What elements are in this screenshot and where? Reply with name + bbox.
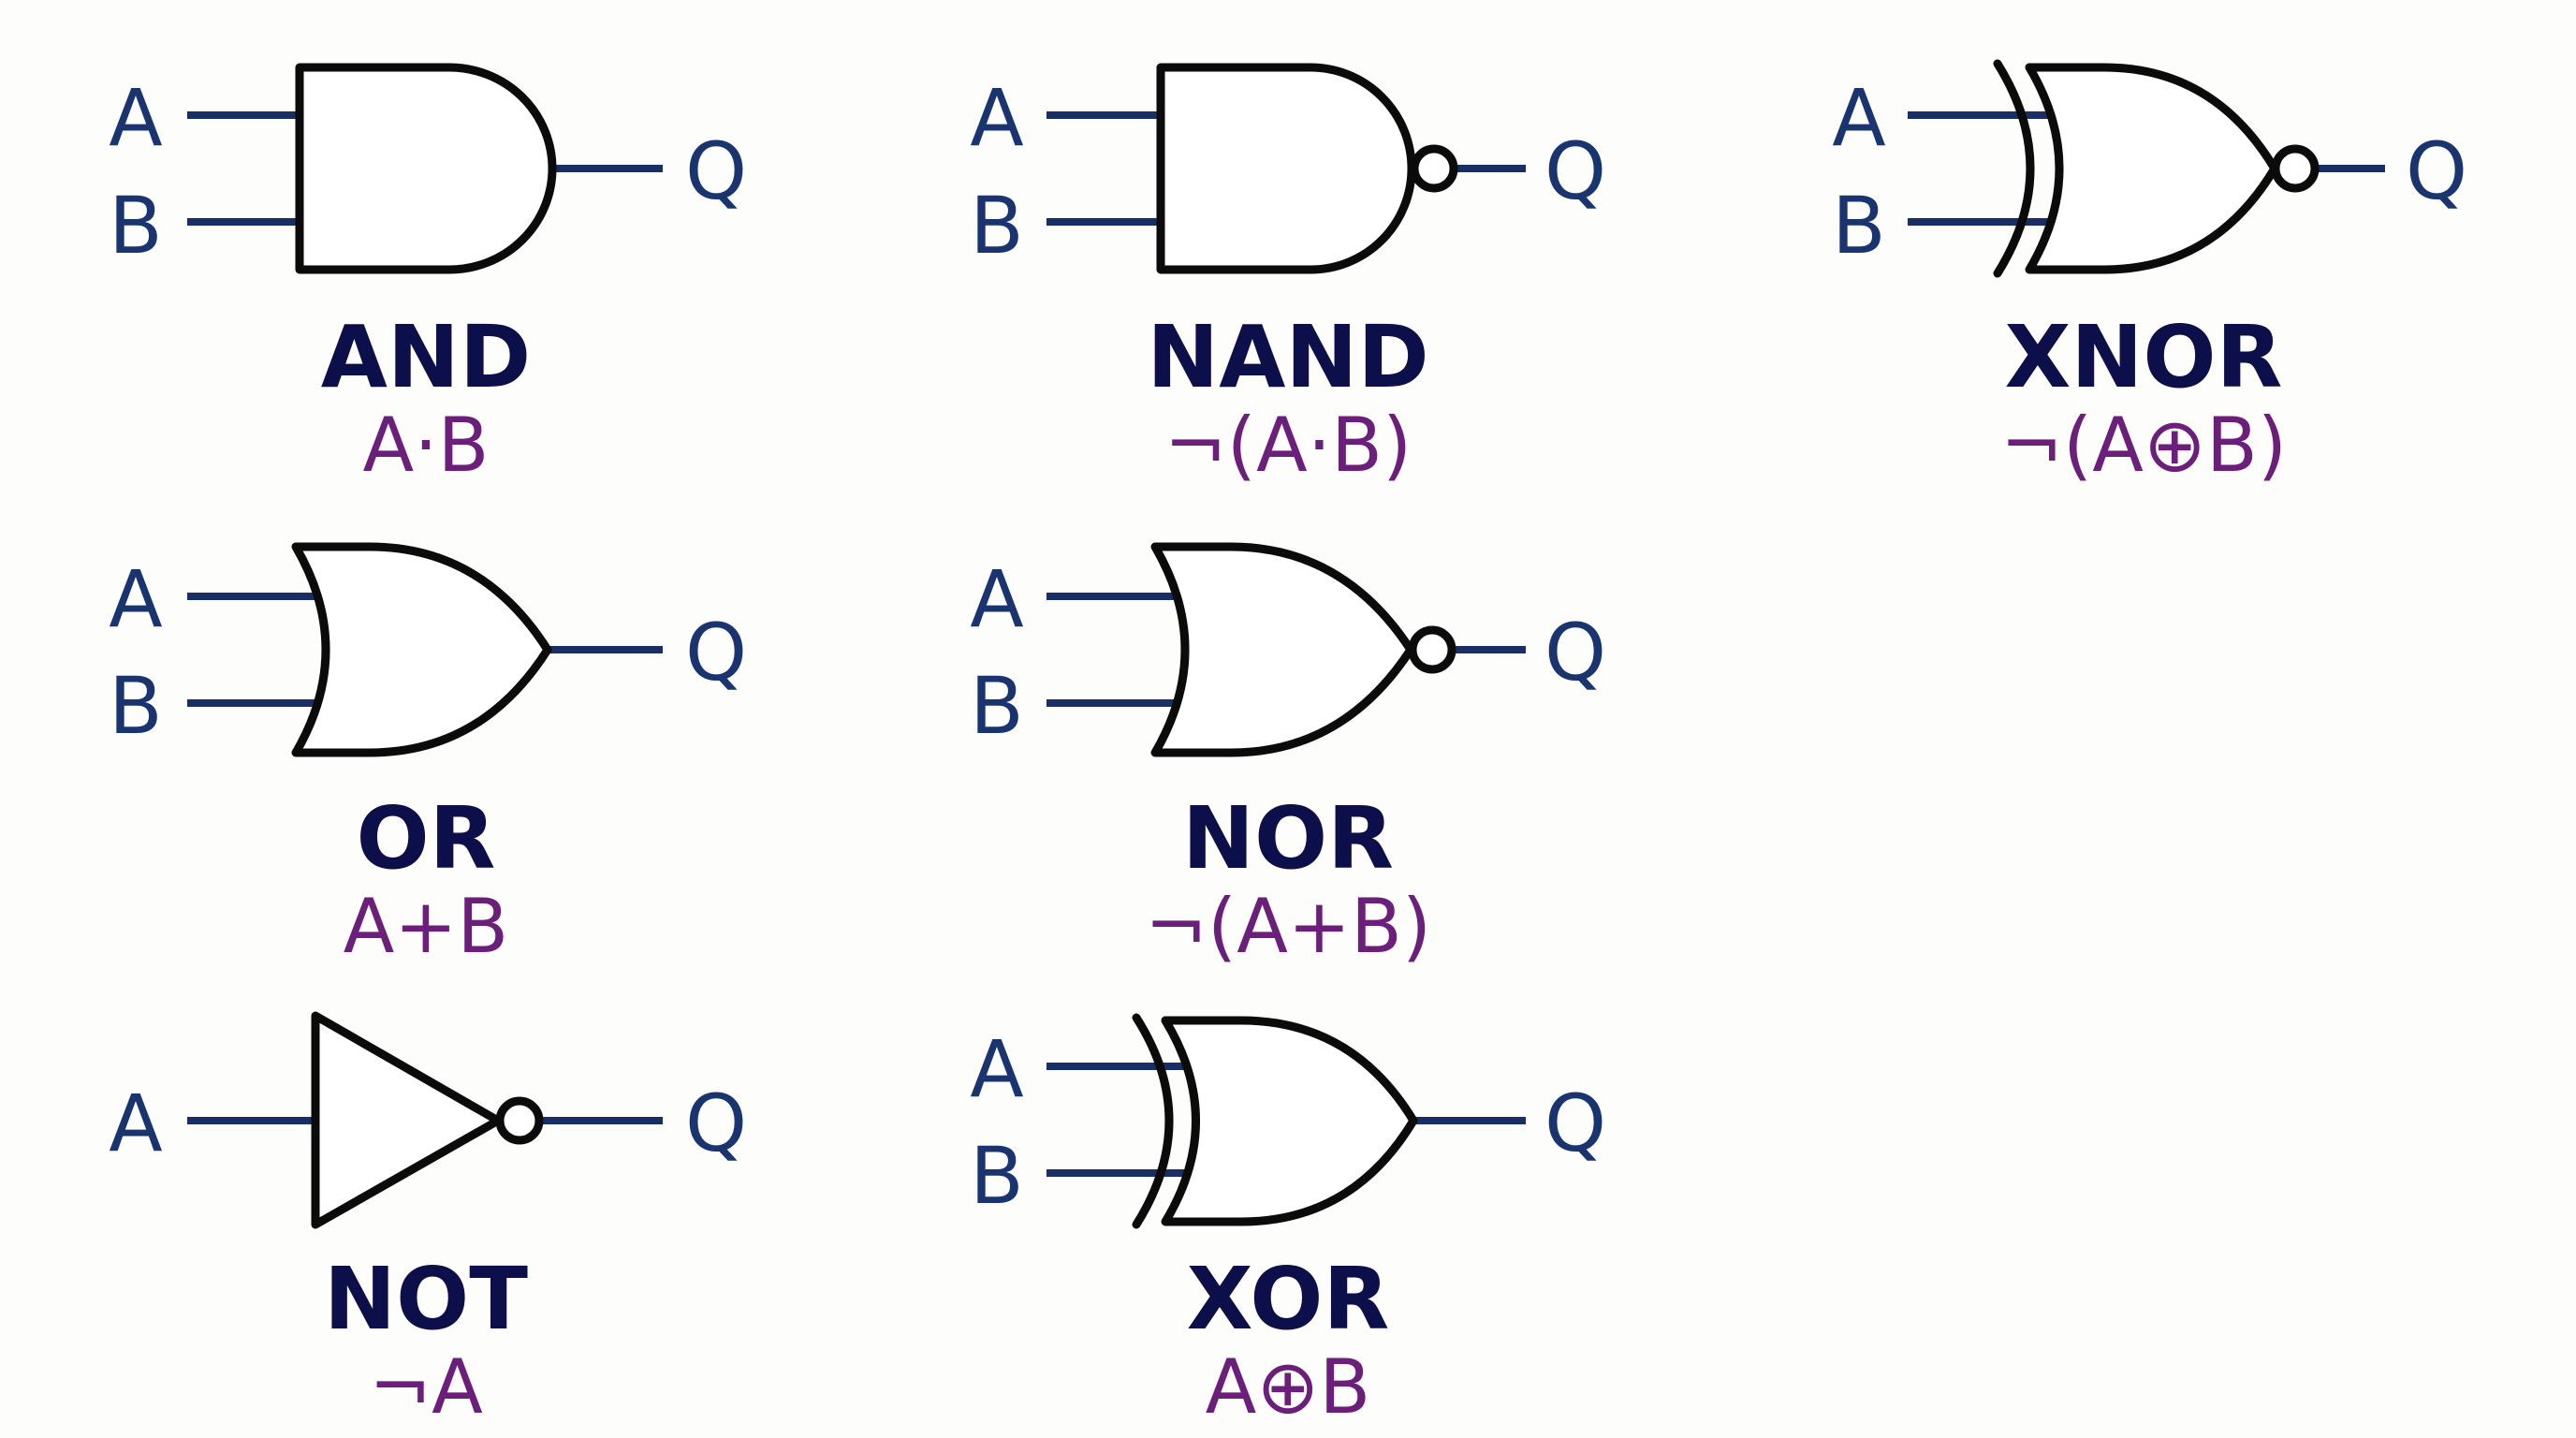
nor-gate-name: NOR: [1182, 788, 1394, 888]
and-input-b-label: B: [109, 180, 163, 271]
nand-output-label: Q: [1544, 125, 1606, 217]
xor-gate-expression: A⊕B: [1206, 1343, 1371, 1431]
or-gate-symbol: [291, 542, 552, 757]
or-gate-expression: A+B: [344, 883, 509, 970]
nor-gate-symbol: [1150, 542, 1415, 757]
xnor-inversion-bubble: [2271, 144, 2320, 193]
and-output-label: Q: [685, 125, 747, 217]
gate-nor: A B Q NOR ¬(A+B): [970, 542, 1606, 970]
or-output-label: Q: [685, 607, 747, 698]
nor-gate-expression: ¬(A+B): [1145, 883, 1431, 970]
not-output-label: Q: [685, 1078, 747, 1169]
xor-input-arc: [1132, 1013, 1174, 1229]
xnor-gate-symbol: [2025, 63, 2279, 274]
and-gate-expression: A·B: [362, 402, 489, 489]
xor-input-a-label: A: [970, 1023, 1023, 1115]
xnor-input-arc: [1993, 59, 2035, 278]
nand-gate-symbol: [1156, 63, 1416, 274]
not-gate-symbol: [311, 1011, 503, 1229]
or-input-b-label: B: [109, 660, 163, 752]
and-input-a-label: A: [109, 72, 162, 164]
or-gate-name: OR: [356, 788, 495, 888]
nor-inversion-bubble: [1408, 625, 1456, 674]
not-inversion-bubble: [495, 1096, 544, 1145]
nand-gate-expression: ¬(A·B): [1164, 402, 1412, 489]
gate-xnor: A B Q XNOR ¬(A⊕B): [1832, 59, 2467, 489]
xnor-input-a-label: A: [1832, 72, 1885, 164]
nand-gate-name: NAND: [1147, 307, 1429, 407]
nand-inversion-bubble: [1410, 144, 1458, 193]
xor-gate-name: XOR: [1187, 1249, 1390, 1349]
nand-input-a-label: A: [970, 72, 1023, 164]
or-input-a-label: A: [109, 553, 162, 645]
gate-nand: A B Q NAND ¬(A·B): [970, 63, 1606, 489]
not-gate-name: NOT: [324, 1249, 528, 1349]
xnor-output-label: Q: [2406, 125, 2467, 217]
xor-gate-symbol: [1161, 1016, 1418, 1226]
gate-or: A B Q OR A+B: [109, 542, 747, 970]
nor-output-label: Q: [1544, 607, 1606, 698]
nor-input-b-label: B: [970, 660, 1024, 752]
xor-output-label: Q: [1544, 1078, 1606, 1169]
and-gate-symbol: [295, 63, 557, 274]
and-gate-name: AND: [321, 307, 532, 407]
nor-input-a-label: A: [970, 553, 1023, 645]
xnor-input-b-label: B: [1832, 180, 1886, 271]
gate-and: A B Q AND A·B: [109, 63, 747, 489]
not-input-a-label: A: [109, 1078, 162, 1169]
gate-xor: A B Q XOR A⊕B: [970, 1013, 1606, 1431]
xnor-gate-expression: ¬(A⊕B): [2000, 402, 2287, 489]
nand-input-b-label: B: [970, 180, 1024, 271]
xor-input-b-label: B: [970, 1130, 1024, 1222]
xnor-gate-name: XNOR: [2005, 307, 2283, 407]
gate-not: A Q NOT ¬A: [109, 1011, 747, 1431]
not-gate-expression: ¬A: [369, 1343, 483, 1431]
